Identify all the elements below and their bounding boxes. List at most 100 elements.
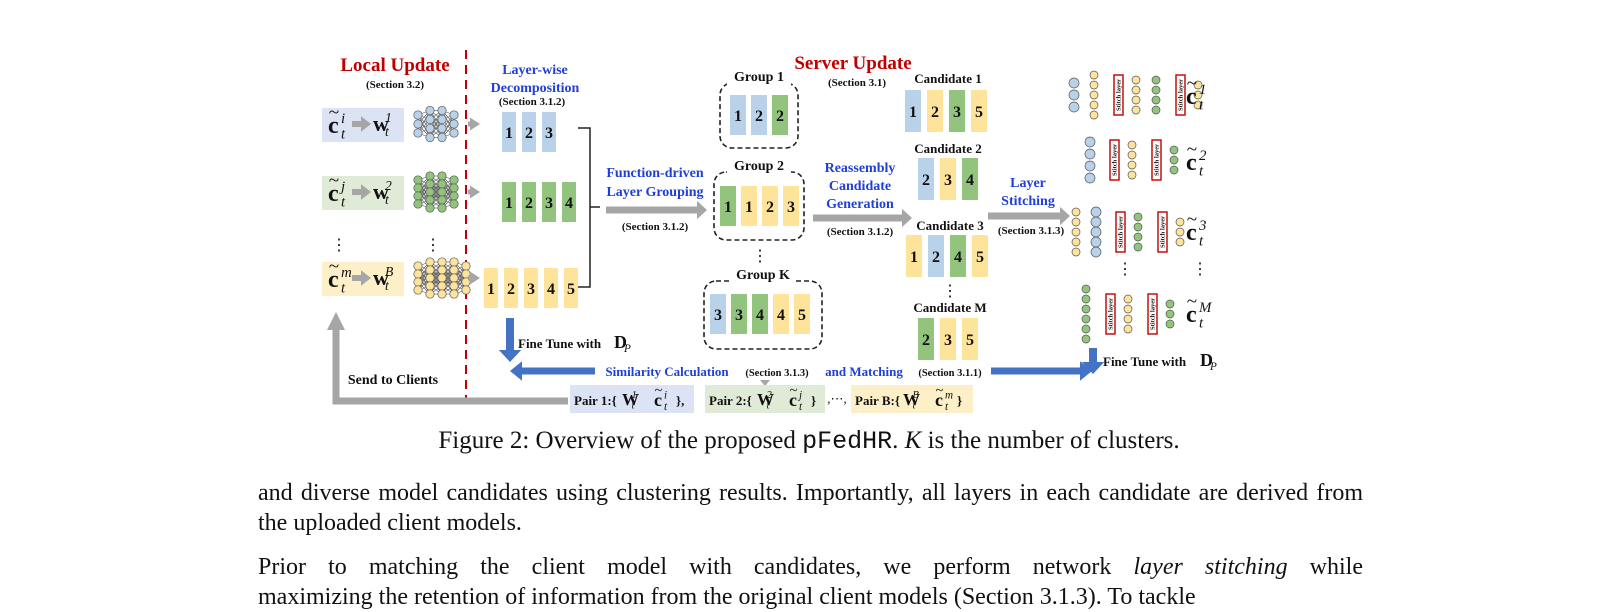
candidate-blocks-block bbox=[962, 318, 978, 360]
client-network-node bbox=[437, 265, 447, 275]
client-weight-term-base: w bbox=[373, 179, 389, 204]
client-network-node bbox=[425, 195, 435, 205]
stitch-layer-box-label: Stitch layer bbox=[1150, 298, 1157, 330]
similarity-left-arrow-head bbox=[510, 361, 522, 381]
paragraph-2-line-2: maximizing the retention of information … bbox=[258, 584, 1196, 610]
client-network-node bbox=[461, 285, 471, 295]
pair-model: c~mt bbox=[935, 383, 953, 413]
candidate-blocks-block-label: 3 bbox=[944, 332, 952, 349]
client-network-node bbox=[413, 191, 423, 201]
candidate-blocks-block-label: 1 bbox=[909, 104, 917, 121]
decomposed-layers-block bbox=[562, 182, 576, 222]
group-blocks-block bbox=[772, 95, 788, 135]
matching-right-arrow-head bbox=[1080, 361, 1092, 381]
group-dots: ⋮ bbox=[752, 248, 768, 265]
stitched-node bbox=[1127, 160, 1137, 170]
client-network-node bbox=[425, 114, 435, 125]
stitched-node bbox=[1090, 216, 1102, 228]
fine-tune-right-D-sub: P bbox=[1209, 361, 1217, 373]
candidate-dots: ⋮ bbox=[942, 283, 958, 300]
fine-tune-left-D-base: D bbox=[614, 332, 627, 352]
stitch-layer-box-label: Stitch layer bbox=[1112, 144, 1119, 176]
stitched-node bbox=[1151, 75, 1161, 85]
group-blocks-block bbox=[731, 294, 747, 334]
caption-prefix: Figure 2: Overview of the proposed bbox=[438, 427, 803, 454]
stitched-node bbox=[1071, 227, 1081, 237]
stitched-node bbox=[1089, 110, 1099, 120]
stitched-node bbox=[1151, 105, 1161, 115]
client-network-node bbox=[413, 269, 423, 279]
client-weight-term: wBt bbox=[373, 264, 394, 293]
stitched-node bbox=[1071, 207, 1081, 217]
client-to-weight-arrow bbox=[352, 184, 371, 200]
stitch-layer-box-rect bbox=[1157, 211, 1168, 253]
client-network-node bbox=[437, 273, 447, 283]
decomposed-layers-block-label: 2 bbox=[525, 195, 533, 212]
group-blocks-block bbox=[741, 186, 757, 226]
caption-k: K bbox=[904, 427, 922, 454]
group-title-bg bbox=[727, 156, 791, 174]
stitched-output-term-sub: t bbox=[1199, 163, 1204, 179]
group-blocks-block-label: 4 bbox=[777, 307, 785, 324]
stitched-output-term-sub: t bbox=[1199, 315, 1204, 331]
client-model-term-base: c bbox=[328, 181, 339, 207]
stitch-layer-box-rect bbox=[1115, 211, 1126, 253]
decomposed-layers-block-label: 3 bbox=[545, 195, 553, 212]
pair-weight-sup: 1 bbox=[632, 390, 637, 401]
client-model-term: c~it bbox=[328, 102, 346, 142]
group-blocks-block-label: 2 bbox=[766, 199, 774, 216]
client-to-decomp-arrow-head bbox=[470, 271, 480, 285]
pair-bg bbox=[851, 385, 973, 413]
group-title-bg bbox=[727, 67, 791, 85]
stitch-layer-box: Stitch layer bbox=[1157, 211, 1168, 253]
client-network-node bbox=[413, 199, 423, 209]
stitched-output-dots: ⋮ bbox=[1192, 261, 1208, 278]
pair-weight: WBt bbox=[903, 390, 920, 412]
pair-model-sub: t bbox=[799, 401, 803, 413]
stitched-node bbox=[1165, 299, 1175, 309]
stitched-output-term-base: c bbox=[1186, 150, 1197, 176]
stitched-node bbox=[1081, 284, 1091, 294]
similarity-down-caret bbox=[760, 380, 770, 386]
client-network-node bbox=[413, 183, 423, 193]
stitch-layer-box-label: Stitch layer bbox=[1178, 79, 1185, 111]
group-blocks-block-label: 1 bbox=[734, 108, 742, 125]
decomposed-layers-block-label: 4 bbox=[565, 195, 573, 212]
grouping-arrow bbox=[606, 200, 707, 220]
candidate-blocks-block bbox=[905, 90, 921, 132]
stitched-node bbox=[1127, 140, 1137, 150]
pair-weight-sub: t bbox=[767, 401, 771, 412]
stitched-node bbox=[1175, 237, 1185, 247]
decomposed-layers-block bbox=[542, 112, 556, 152]
fine-tune-right-arrow-head bbox=[1081, 362, 1105, 374]
client-network bbox=[413, 171, 459, 213]
grouping-arrow-head bbox=[697, 200, 707, 220]
client-weight-term-base: w bbox=[373, 111, 389, 136]
group-blocks-block bbox=[783, 186, 799, 226]
stitched-node bbox=[1169, 165, 1179, 175]
client-network bbox=[413, 105, 459, 143]
pair-model-sub: t bbox=[945, 401, 949, 413]
stitched-model-4 bbox=[1081, 284, 1175, 344]
candidate-title: Candidate 3 bbox=[916, 218, 984, 233]
fine-tune-right-arrow bbox=[1081, 348, 1105, 374]
pair-suffix: } bbox=[811, 393, 816, 408]
candidate-blocks-block bbox=[949, 90, 965, 132]
decomposed-layers-block-label: 2 bbox=[507, 281, 515, 298]
stitched-node bbox=[1081, 314, 1091, 324]
stitch-layer-box: Stitch layer bbox=[1151, 139, 1162, 181]
stitched-node bbox=[1084, 136, 1096, 148]
candidate-blocks-block-label: 4 bbox=[954, 249, 962, 266]
client-model-term-sup: m bbox=[341, 265, 352, 281]
client-network-node bbox=[449, 281, 459, 291]
stitched-node bbox=[1133, 242, 1143, 252]
paragraph-2-b: while bbox=[1287, 554, 1363, 580]
candidate-blocks-block bbox=[972, 235, 988, 277]
stitched-node bbox=[1081, 294, 1091, 304]
client-network-node bbox=[449, 257, 459, 267]
client-model-term-sup: i bbox=[341, 111, 345, 127]
client-network-dots: ⋮ bbox=[425, 237, 441, 254]
group-blocks-block bbox=[773, 294, 789, 334]
